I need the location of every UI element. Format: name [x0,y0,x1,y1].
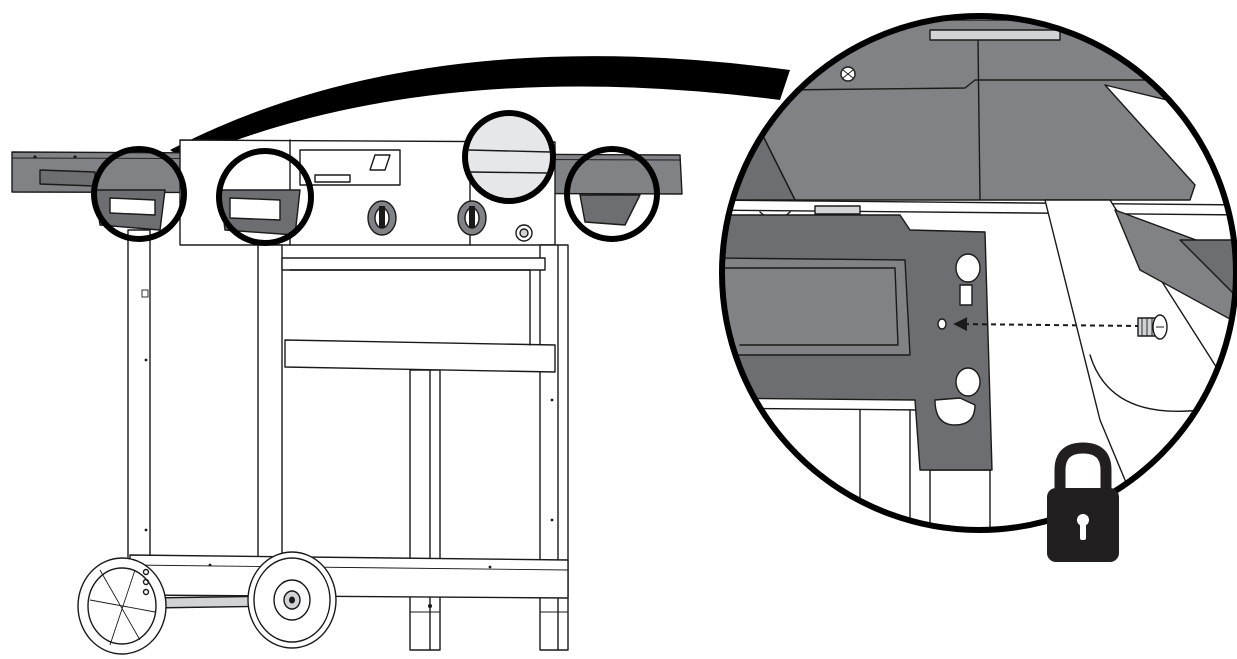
callout-left-bracket [91,146,187,242]
control-knob-right [457,200,487,236]
lock-icon [1047,442,1119,562]
callout-inner-left-bracket [216,148,314,246]
callout-center-top [462,110,556,204]
callout-right-bracket [564,146,660,242]
bottom-rail [129,554,569,599]
control-knob-left [367,200,397,236]
igniter-button [515,224,533,242]
zoom-detail [719,13,1237,533]
callout-circles [91,110,660,246]
zoom-connector [170,56,790,160]
screw [1137,314,1168,340]
wheel-front [247,551,337,649]
insertion-arrow [953,317,1141,332]
wheel-back [77,557,167,655]
mounting-bracket [722,214,993,471]
left-legs [127,229,283,606]
middle-shelf [281,257,556,373]
